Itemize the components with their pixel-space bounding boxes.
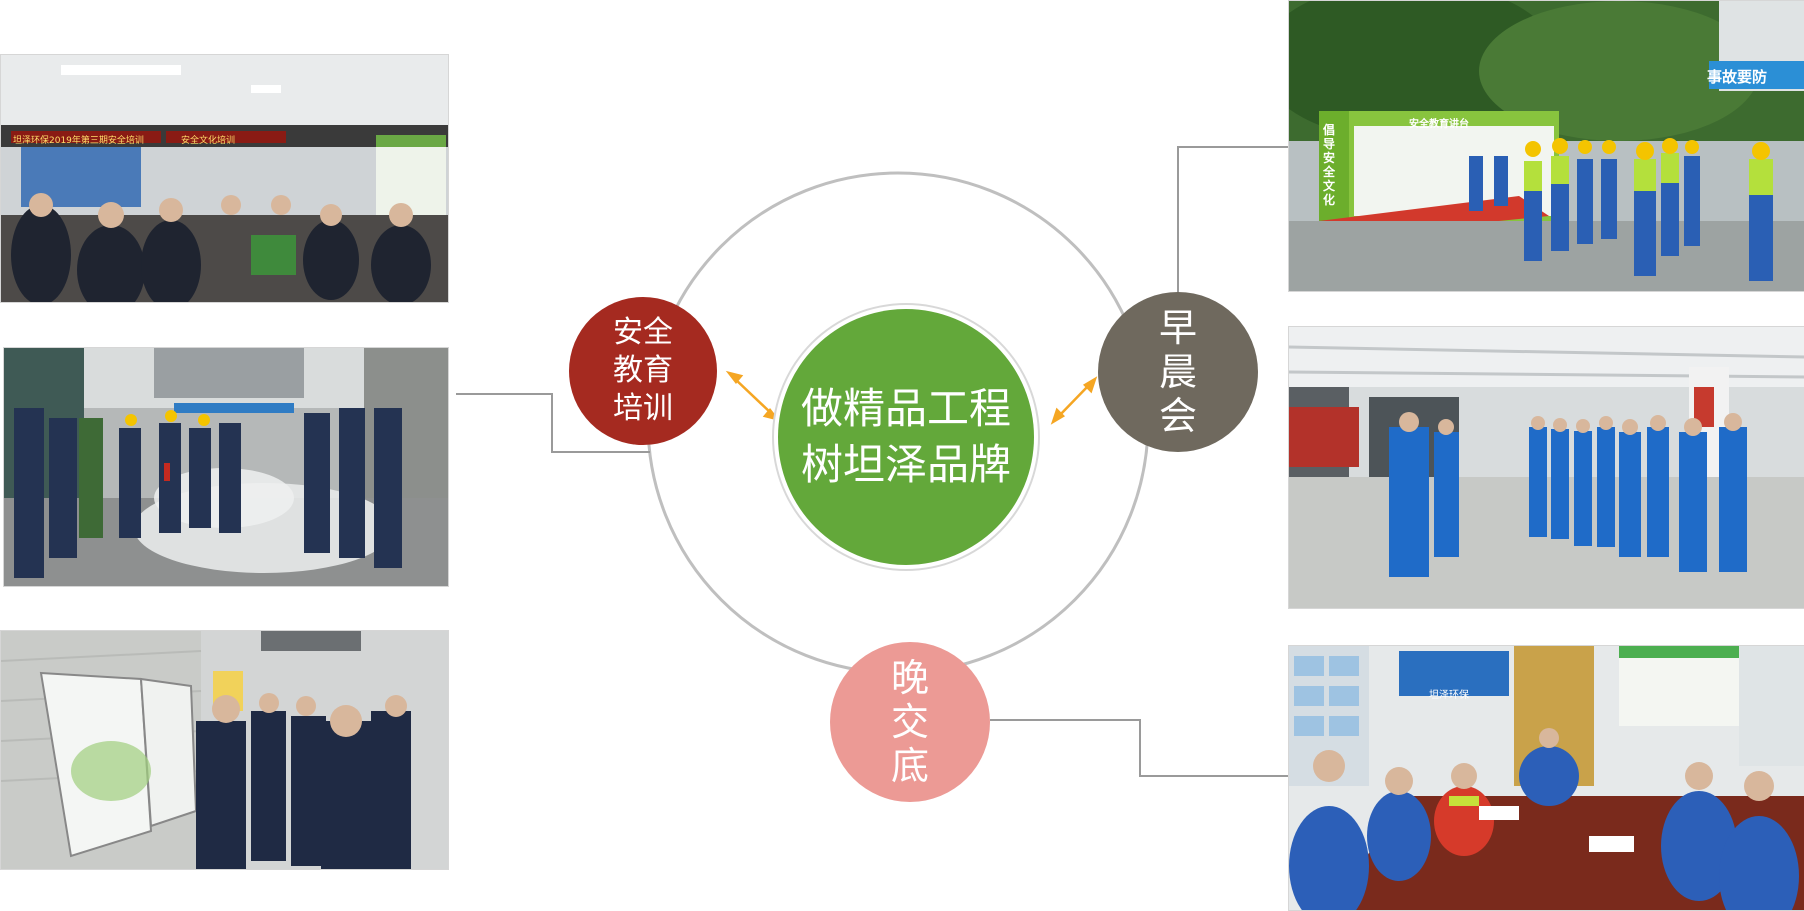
- photo-board-text-2: 坦泽环保: [1429, 690, 1469, 701]
- photo-outdoor-lineup: 事故要防 安全教育讲台 倡导安全文化: [1288, 0, 1804, 292]
- photo-sign-text: 事故要防: [1707, 68, 1768, 86]
- node-safety-training-label: 安全 教育 培训: [613, 315, 673, 426]
- photo-board-text: 安全教育讲台: [1409, 119, 1469, 130]
- photo-banner-text-2: 安全文化培训: [181, 136, 236, 146]
- connector-right-top: [1177, 146, 1288, 352]
- arrow-left: [725, 370, 781, 422]
- photo-factory-lineup: [1288, 326, 1804, 609]
- photo-evening-meeting: 坦泽环保: [1288, 645, 1804, 911]
- node-safety-training: 安全 教育 培训: [569, 297, 717, 445]
- node-evening-handover: 晚 交 底: [830, 642, 990, 802]
- node-morning-meeting: 早 晨 会: [1098, 292, 1258, 452]
- center-text: 做精品工程 树坦泽品牌: [800, 384, 1011, 489]
- center-circle: 做精品工程 树坦泽品牌: [778, 309, 1034, 565]
- connector-bottom: [990, 719, 1288, 777]
- node-morning-meeting-label: 早 晨 会: [1158, 306, 1197, 438]
- node-evening-handover-label: 晚 交 底: [890, 656, 929, 788]
- photo-whiteboard-session: [0, 630, 449, 870]
- arrow-right: [1050, 376, 1098, 425]
- photo-fire-drill: [3, 347, 449, 587]
- photo-banner-text: 坦泽环保2019年第三期安全培训: [13, 136, 144, 146]
- connector-left: [456, 393, 650, 453]
- photo-side-text: 倡导安全文化: [1323, 123, 1336, 207]
- photo-classroom-training: 坦泽环保2019年第三期安全培训 安全文化培训: [0, 54, 449, 303]
